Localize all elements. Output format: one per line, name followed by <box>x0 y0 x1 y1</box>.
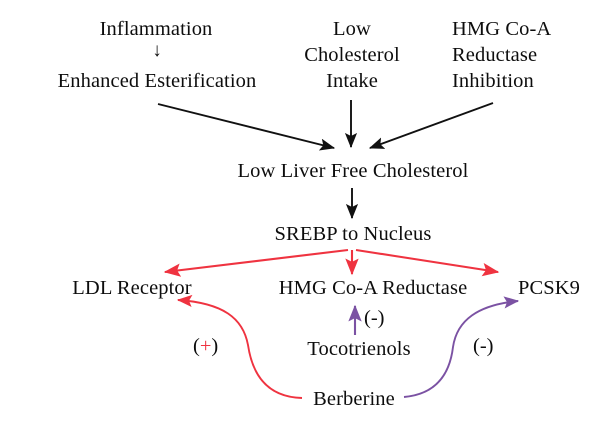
edge-srebp-to-pcsk9 <box>355 248 500 277</box>
edge-esterification-to-liver <box>157 103 336 151</box>
sign-berberine-pcsk9: (-) <box>473 334 493 358</box>
sign-paren-close: ) <box>211 335 219 357</box>
node-srebp-to-nucleus: SREBP to Nucleus <box>258 221 448 247</box>
edge-inhibition-to-liver <box>368 102 494 149</box>
node-hmg-coa-reductase-label: HMG Co-A Reductase <box>278 277 468 299</box>
node-berberine: Berberine <box>302 386 406 412</box>
node-hmg-inhibition-line2: Reductase <box>452 44 538 66</box>
node-inflammation-label: Inflammation <box>99 18 213 40</box>
node-low-liver-free-cholesterol: Low Liver Free Cholesterol <box>212 158 494 184</box>
node-tocotrienols-label: Tocotrienols <box>307 338 411 360</box>
node-low-liver-free-cholesterol-label: Low Liver Free Cholesterol <box>237 160 469 182</box>
sign-minus-glyph: (-) <box>473 335 494 357</box>
node-low-cholesterol-intake-line2: Cholesterol <box>304 44 400 66</box>
node-tocotrienols: Tocotrienols <box>288 336 430 362</box>
node-low-cholesterol-intake: Low Cholesterol Intake <box>288 16 416 94</box>
sign-plus-glyph: + <box>199 335 212 357</box>
node-pcsk9-label: PCSK9 <box>517 277 581 299</box>
sign-minus-glyph: (-) <box>364 307 385 329</box>
node-srebp-to-nucleus-label: SREBP to Nucleus <box>274 223 432 245</box>
sign-berberine-ldl-receptor: (+) <box>193 334 218 358</box>
node-enhanced-esterification: Enhanced Esterification <box>26 68 288 94</box>
node-enhanced-esterification-label: Enhanced Esterification <box>57 70 257 92</box>
node-hmg-inhibition-line1: HMG Co-A <box>452 18 552 40</box>
node-berberine-label: Berberine <box>313 388 395 410</box>
node-low-cholesterol-intake-line3: Intake <box>326 70 378 92</box>
node-low-cholesterol-intake-line1: Low <box>333 18 371 40</box>
node-inflammation: Inflammation <box>54 16 258 42</box>
node-ldl-receptor-label: LDL Receptor <box>72 277 192 299</box>
node-ldl-receptor: LDL Receptor <box>64 275 200 301</box>
node-pcsk9: PCSK9 <box>500 275 598 301</box>
sign-paren-open: ( <box>193 335 200 357</box>
node-hmg-coa-reductase-inhibition: HMG Co-A Reductase Inhibition <box>452 16 602 94</box>
node-hmg-coa-reductase: HMG Co-A Reductase <box>258 275 488 301</box>
node-hmg-inhibition-line3: Inhibition <box>452 70 534 92</box>
edge-srebp-to-ldlr <box>163 248 349 277</box>
sign-tocotrienols-hmgcr: (-) <box>364 306 384 330</box>
arrow-inflammation-to-esterification-glyph: ↓ <box>152 40 162 61</box>
